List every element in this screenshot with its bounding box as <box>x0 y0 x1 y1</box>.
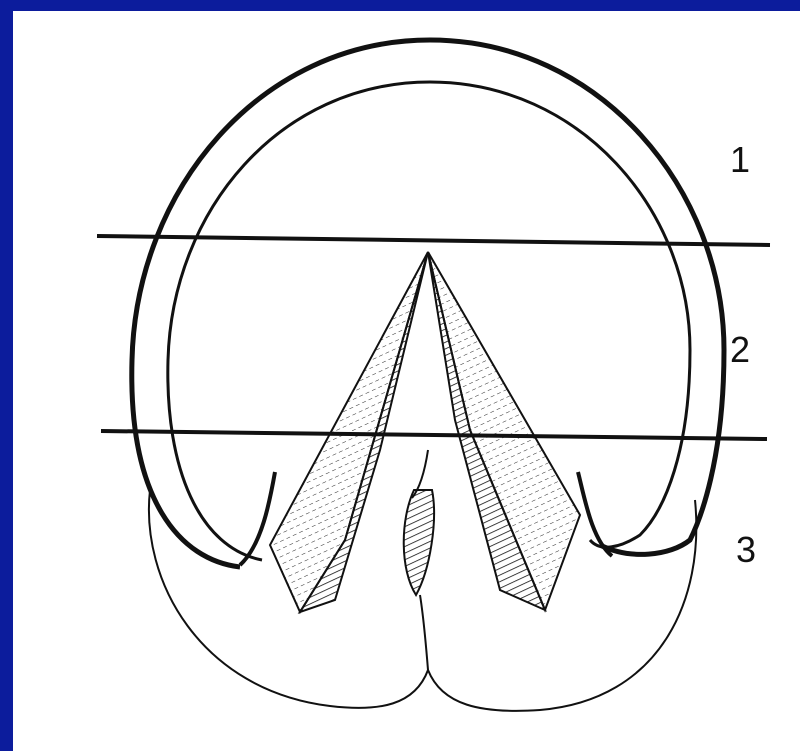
left-bar-curl <box>240 472 275 565</box>
zone-label-3: 3 <box>736 529 756 570</box>
zone-label-2: 2 <box>730 329 750 370</box>
outer-hoof-wall <box>132 40 724 567</box>
central-sulcus-tail <box>420 595 428 670</box>
white-line <box>168 82 690 560</box>
zone-line-upper <box>97 236 770 245</box>
zone-line-lower <box>101 431 767 439</box>
zone-label-1: 1 <box>730 139 750 180</box>
central-sulcus-bulb <box>404 490 434 595</box>
